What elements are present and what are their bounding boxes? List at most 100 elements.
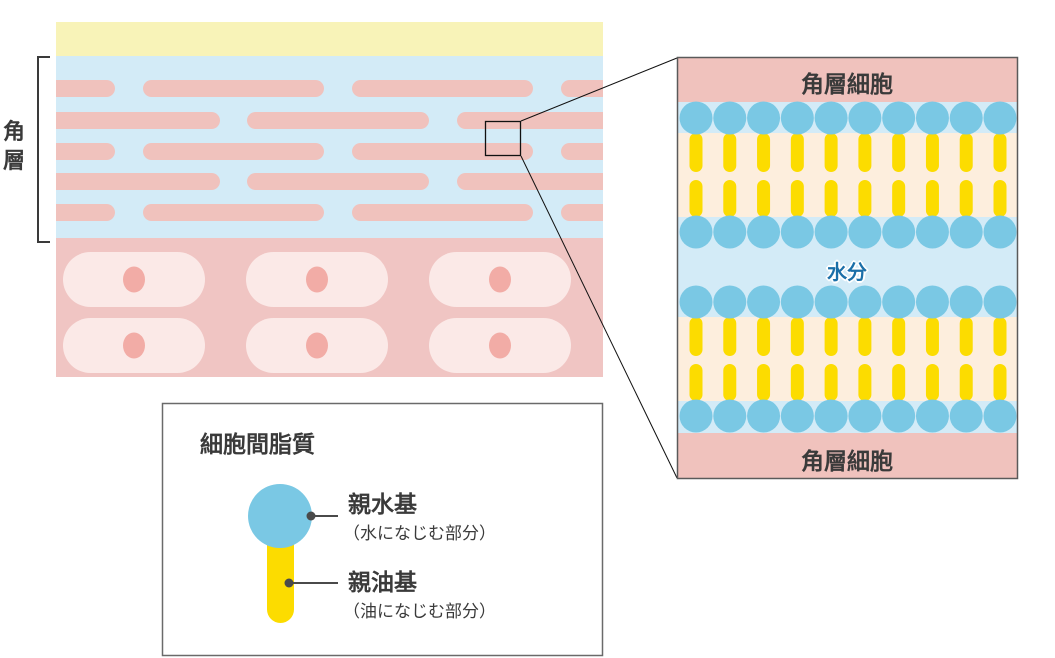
lipophilic-tail bbox=[892, 180, 906, 217]
hydrophilic-head bbox=[713, 399, 747, 433]
hydrophilic-head bbox=[679, 285, 713, 319]
lipophilic-tail bbox=[723, 180, 737, 217]
zoom-panel-border bbox=[676, 56, 1019, 480]
corneocyte bbox=[561, 80, 603, 97]
lipophilic-tail bbox=[959, 133, 973, 172]
cell-nucleus bbox=[306, 332, 328, 359]
corneocyte bbox=[56, 80, 115, 97]
bottom-corneocyte bbox=[677, 433, 1017, 478]
cell-nucleus bbox=[489, 332, 511, 359]
lipophilic-tail bbox=[757, 180, 771, 217]
corneocyte bbox=[143, 204, 324, 221]
corneocyte bbox=[561, 143, 603, 160]
hydrophilic-head bbox=[814, 285, 848, 319]
lipophilic-tail bbox=[993, 364, 1007, 401]
corneocyte bbox=[56, 173, 220, 190]
lipophilic-tail bbox=[689, 317, 703, 356]
hydrophilic-head bbox=[882, 399, 916, 433]
lipophilic-tail bbox=[723, 364, 737, 401]
lipophilic-description: （油になじむ部分） bbox=[343, 602, 496, 622]
water-label: 水分 bbox=[827, 260, 867, 284]
hydrophilic-head bbox=[949, 101, 983, 135]
hydrophilic-head bbox=[747, 399, 781, 433]
hydrophilic-head bbox=[882, 285, 916, 319]
hydrophilic-head bbox=[814, 399, 848, 433]
lipophilic-tail bbox=[689, 364, 703, 401]
lipophilic-tail bbox=[689, 133, 703, 172]
legend-lipophilic-tail bbox=[267, 530, 294, 623]
lipophilic-tail bbox=[959, 180, 973, 217]
lipophilic-tail bbox=[790, 133, 804, 172]
cell-nucleus bbox=[306, 266, 328, 293]
hydrophilic-head bbox=[814, 101, 848, 135]
lipophilic-tail bbox=[824, 317, 838, 356]
hydrophilic-head bbox=[848, 215, 882, 249]
lipophilic-tail bbox=[925, 364, 939, 401]
hydrophilic-head bbox=[983, 101, 1017, 135]
living-cells bbox=[63, 252, 571, 373]
zoom-line-bottom bbox=[520, 155, 678, 479]
top-corneocyte bbox=[677, 57, 1017, 102]
hydrophilic-head bbox=[780, 285, 814, 319]
hydrophilic-head bbox=[848, 399, 882, 433]
lipophilic-tail bbox=[824, 180, 838, 217]
lipophilic-tail bbox=[959, 364, 973, 401]
hydrophilic-head bbox=[679, 101, 713, 135]
lipophilic-tail bbox=[892, 317, 906, 356]
lipophilic-tail bbox=[959, 317, 973, 356]
lipophilic-tail bbox=[723, 133, 737, 172]
corneocyte bbox=[457, 173, 603, 190]
lipophilic-tail bbox=[723, 317, 737, 356]
hydrophilic-description: （水になじむ部分） bbox=[343, 524, 496, 544]
hydrophilic-head bbox=[949, 399, 983, 433]
lipophilic-tail bbox=[790, 364, 804, 401]
corneocyte bbox=[352, 80, 533, 97]
hydrophilic-head bbox=[983, 215, 1017, 249]
lipophilic-tail bbox=[757, 317, 771, 356]
corneocyte bbox=[56, 204, 115, 221]
hydrophilic-head bbox=[983, 285, 1017, 319]
cell-nucleus bbox=[123, 332, 145, 359]
lipophilic-tail bbox=[689, 180, 703, 217]
hydrophilic-head bbox=[679, 215, 713, 249]
legend-title: 細胞間脂質 bbox=[200, 432, 315, 458]
lipophilic-label: 親油基 bbox=[348, 570, 417, 596]
corneocyte bbox=[56, 112, 220, 129]
hydrophilic-label: 親水基 bbox=[348, 492, 417, 518]
hydrophilic-head bbox=[780, 215, 814, 249]
corneocyte bbox=[352, 204, 533, 221]
cell-nucleus bbox=[123, 266, 145, 293]
hydrophilic-head bbox=[713, 285, 747, 319]
corneocyte bbox=[143, 143, 324, 160]
lipophilic-tail bbox=[993, 317, 1007, 356]
hydrophilic-head bbox=[949, 215, 983, 249]
corneocyte bbox=[56, 143, 115, 160]
legend-hydrophilic-head bbox=[248, 484, 312, 548]
lipophilic-tail bbox=[790, 317, 804, 356]
hydrophilic-head bbox=[915, 215, 949, 249]
zoom-panel bbox=[676, 56, 1019, 480]
hydrophilic-head bbox=[814, 215, 848, 249]
zoom-region-box bbox=[484, 120, 522, 157]
hydrophilic-head bbox=[882, 101, 916, 135]
corneocyte bbox=[143, 80, 324, 97]
lipid-molecules bbox=[679, 101, 1017, 433]
stratum-corneum-bracket bbox=[37, 56, 50, 243]
lipophilic-tail bbox=[993, 133, 1007, 172]
hydrophilic-head bbox=[747, 101, 781, 135]
corneocyte bbox=[247, 173, 429, 190]
corneocyte bbox=[457, 112, 603, 129]
hydrophilic-head bbox=[848, 285, 882, 319]
hydrophilic-head bbox=[915, 285, 949, 319]
skin-surface-layer bbox=[56, 22, 603, 56]
hydrophilic-head bbox=[713, 101, 747, 135]
corneocyte-rows bbox=[56, 80, 603, 221]
corneocyte bbox=[352, 143, 533, 160]
hydrophilic-head bbox=[780, 399, 814, 433]
hydrophilic-head bbox=[747, 215, 781, 249]
lipophilic-tail bbox=[858, 317, 872, 356]
lipophilic-tail bbox=[824, 133, 838, 172]
lipophilic-tail bbox=[757, 133, 771, 172]
lipophilic-tail bbox=[757, 364, 771, 401]
